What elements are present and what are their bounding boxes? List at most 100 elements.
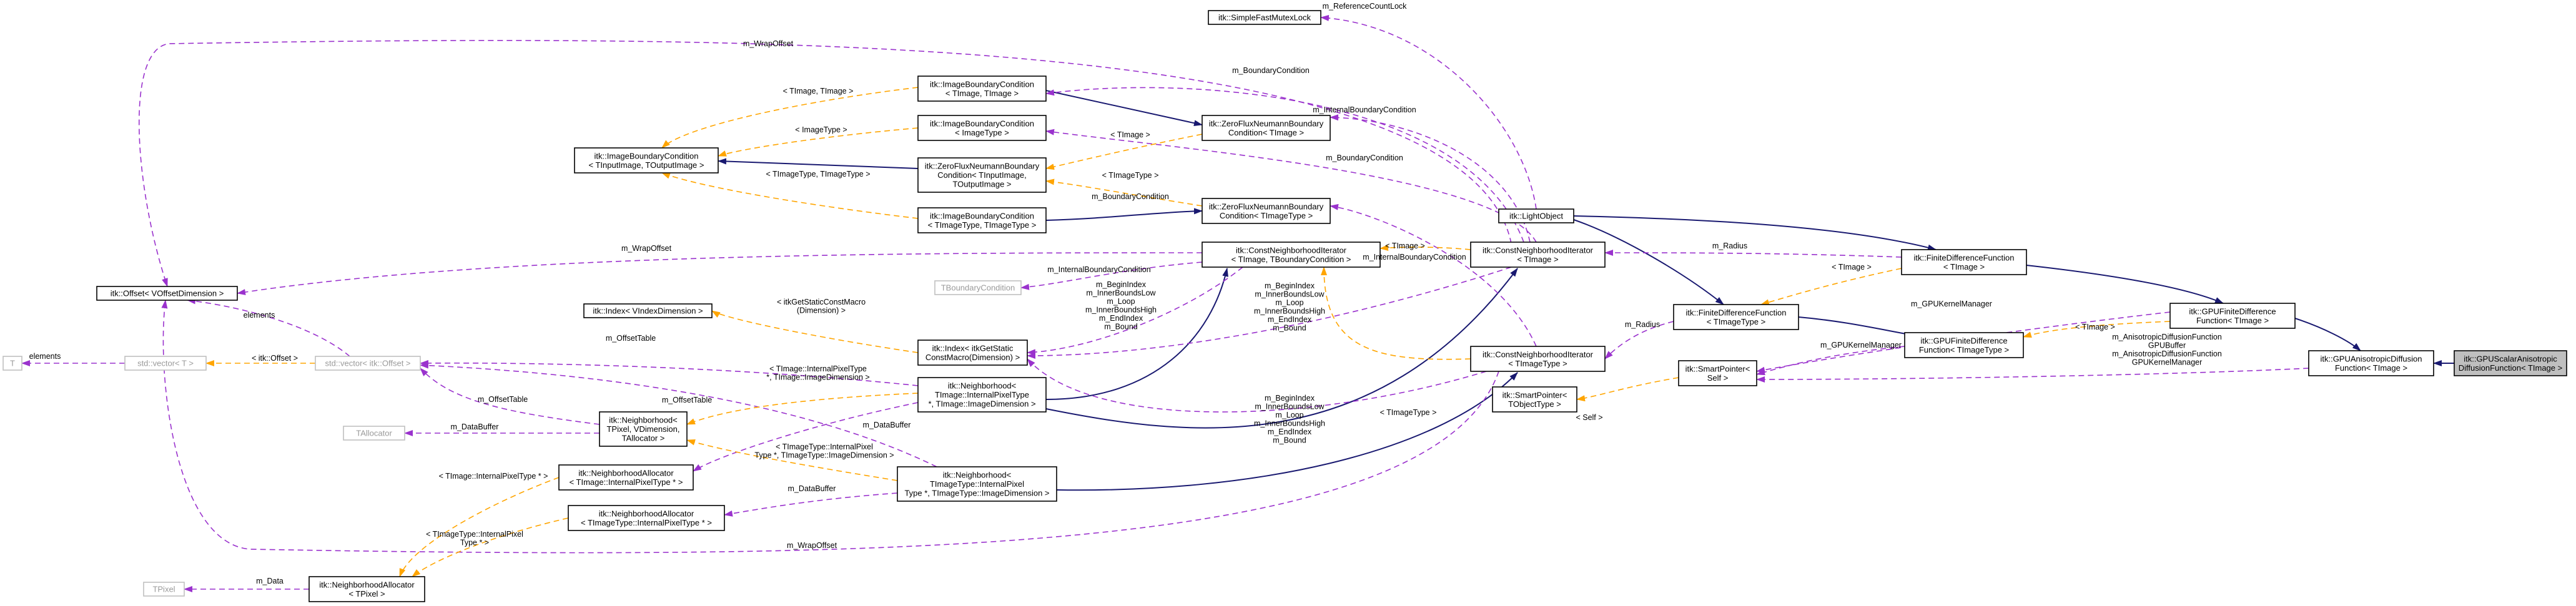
class-node-offset[interactable]: itk::Offset< VOffsetDimension > xyxy=(96,286,238,301)
class-node-label: itk::FiniteDifferenceFunction xyxy=(1686,308,1787,317)
class-node-label: Condition< TInputImage, xyxy=(937,170,1027,180)
edge-label-lbl-timage-1: < TImage > xyxy=(1110,130,1150,139)
edge-inheritance-cni_boundary-to-nb_internal_timage xyxy=(1045,268,1228,400)
nodes-layer: itk::SimpleFastMutexLockitk::ImageBounda… xyxy=(2,10,2567,602)
edge-inheritance-cni_timagetype-to-nb_internal_timagetype xyxy=(1056,372,1518,491)
class-node-nb-tpixel[interactable]: itk::Neighborhood<TPixel, VDimension,TAl… xyxy=(599,411,688,447)
edge-label-text: m_Bound xyxy=(1273,436,1306,445)
class-node-label: itk::ConstNeighborhoodIterator xyxy=(1483,245,1594,255)
class-node-cni-timagetype[interactable]: itk::ConstNeighborhoodIterator< TImageTy… xyxy=(1470,346,1606,372)
class-node-T[interactable]: T xyxy=(2,356,22,371)
class-node-label: < TImage::InternalPixelType * > xyxy=(570,477,683,487)
edge-usage-cni_boundary-to-tboundary xyxy=(1020,261,1203,290)
edge-label-text: < ImageType > xyxy=(795,125,847,134)
edge-label-text: m_InternalBoundaryCondition xyxy=(1047,265,1150,274)
class-node-lightobject[interactable]: itk::LightObject xyxy=(1498,208,1574,223)
edge-label-text: m_ReferenceCountLock xyxy=(1323,2,1408,11)
edge-label-text: m_EndIndex xyxy=(1099,314,1143,323)
class-node-box xyxy=(1208,10,1321,25)
edge-label-lbl-boundarycondition-3: m_BoundaryCondition xyxy=(1092,192,1169,201)
class-node-box xyxy=(1202,242,1381,268)
class-node-tpixel[interactable]: TPixel xyxy=(143,582,185,597)
edge-usage-gpufdf_timage-to-smartpointer_self xyxy=(1756,311,2171,373)
class-node-box xyxy=(1901,249,2027,275)
class-node-ibc-imagetype[interactable]: itk::ImageBoundaryCondition< ImageType > xyxy=(917,115,1047,141)
edge-usage-cni_timage-to-ibc_imagetype xyxy=(1045,129,1537,243)
edge-label-lbl-internal-ptr-1: < TImage::InternalPixelType * > xyxy=(439,472,548,481)
class-node-cni-timage[interactable]: itk::ConstNeighborhoodIterator< TImage > xyxy=(1470,242,1606,268)
class-node-box xyxy=(315,356,421,371)
class-node-label: itk::NeighborhoodAllocator xyxy=(599,509,694,518)
edge-inheritance-ibc_timagetype-to-zfn_timagetype xyxy=(1045,208,1203,221)
class-node-cni-boundary[interactable]: itk::ConstNeighborhoodIterator< TImage, … xyxy=(1202,242,1381,268)
class-node-box xyxy=(599,411,688,447)
class-node-box xyxy=(1470,242,1606,268)
class-node-label: TAllocator > xyxy=(622,434,665,443)
edge-usage-cni_timage-to-static_const xyxy=(1027,266,1512,359)
edge-label-text: < itk::Offset > xyxy=(252,354,298,363)
class-node-ibc-timagetype[interactable]: itk::ImageBoundaryCondition< TImageType,… xyxy=(917,207,1047,233)
class-node-label: itk::ImageBoundaryCondition xyxy=(930,79,1034,89)
edge-label-text: m_DataBuffer xyxy=(451,423,499,431)
class-node-fdf-timage[interactable]: itk::FiniteDifferenceFunction< TImage > xyxy=(1901,249,2027,275)
class-node-nba-timagetype[interactable]: itk::NeighborhoodAllocator< TImageType::… xyxy=(568,505,725,531)
class-node-ibc-generic[interactable]: itk::ImageBoundaryCondition< TInputImage… xyxy=(574,147,719,173)
edge-label-lbl-internal-pair-1: < TImage::InternalPixelType*, TImage::Im… xyxy=(766,364,869,382)
class-node-label: itk::ImageBoundaryCondition xyxy=(930,211,1034,220)
edge-labels-layer: m_ReferenceCountLockm_WrapOffsetm_Bounda… xyxy=(29,2,2222,585)
class-node-tallocator[interactable]: TAllocator xyxy=(343,426,405,441)
edge-label-text: m_Loop xyxy=(1275,411,1303,419)
class-node-label: T xyxy=(10,359,15,368)
class-node-smartpointer-self[interactable]: itk::SmartPointer<Self > xyxy=(1678,360,1757,386)
edge-label-lbl-offsettable-3: m_OffsetTable xyxy=(662,396,712,404)
edge-label-text: m_InnerBoundsLow xyxy=(1255,290,1325,299)
edge-label-lbl-elements-2: elements xyxy=(29,352,61,361)
class-node-nb-internal-timage[interactable]: itk::Neighborhood<TImage::InternalPixelT… xyxy=(917,377,1047,413)
class-node-box xyxy=(558,464,694,491)
class-node-label: itk::SmartPointer< xyxy=(1685,364,1750,373)
class-node-box xyxy=(1202,198,1331,224)
class-node-label: < TPixel > xyxy=(348,589,385,599)
class-node-box xyxy=(934,280,1022,295)
class-node-nba-tpixel[interactable]: itk::NeighborhoodAllocator< TPixel > xyxy=(308,576,425,602)
edge-label-text: < itkGetStaticConstMacro xyxy=(777,298,866,306)
class-node-static-const[interactable]: itk::Index< itkGetStaticConstMacro(Dimen… xyxy=(917,340,1028,366)
class-node-label: itk::Neighborhood< xyxy=(948,381,1017,391)
class-node-label: itk::Offset< VOffsetDimension > xyxy=(111,289,224,298)
class-node-box xyxy=(96,286,238,301)
class-node-tboundary[interactable]: TBoundaryCondition xyxy=(934,280,1022,295)
class-node-vector-t[interactable]: std::vector< T > xyxy=(124,356,207,371)
class-node-fastmutex[interactable]: itk::SimpleFastMutexLock xyxy=(1208,10,1321,25)
class-node-nba-timage[interactable]: itk::NeighborhoodAllocator< TImage::Inte… xyxy=(558,464,694,491)
class-node-ibc-img-img[interactable]: itk::ImageBoundaryCondition< TImage, TIm… xyxy=(917,76,1047,102)
edge-label-text: < TImageType > xyxy=(1380,408,1437,417)
edge-label-text: GPUKernelManager xyxy=(2132,358,2203,367)
edge-label-text: m_Loop xyxy=(1107,297,1135,306)
edge-label-lbl-bounds-2: m_BeginIndexm_InnerBoundsLowm_Loopm_Inne… xyxy=(1254,281,1325,333)
class-node-gpuscalar[interactable]: itk::GPUScalarAnisotropicDiffusionFuncti… xyxy=(2454,350,2567,376)
class-node-fdf-timagetype[interactable]: itk::FiniteDifferenceFunction< TImageTyp… xyxy=(1673,304,1799,330)
edge-label-lbl-internal-bc-1: m_InternalBoundaryCondition xyxy=(1313,105,1416,114)
edge-label-text: < TImage, TImage > xyxy=(783,87,854,95)
edge-label-text: m_InnerBoundsHigh xyxy=(1254,419,1325,428)
edge-label-lbl-gpukernel-1: m_GPUKernelManager xyxy=(1911,300,1992,308)
class-node-smartpointer-tobj[interactable]: itk::SmartPointer<TObjectType > xyxy=(1492,386,1577,413)
class-node-label: < TImage, TBoundaryCondition > xyxy=(1231,255,1351,264)
class-node-label: itk::ConstNeighborhoodIterator xyxy=(1236,245,1347,255)
edge-usage-fdf_timagetype-to-cni_timagetype xyxy=(1604,321,1674,359)
edge-usage-vector_offset-to-offset xyxy=(187,298,350,357)
edge-template-static_const-to-index_dim xyxy=(711,310,919,353)
class-node-label: Function< TImage > xyxy=(2196,316,2269,325)
class-node-label: Condition< TImage > xyxy=(1228,128,1304,137)
class-node-nb-internal-timagetype[interactable]: itk::Neighborhood<TImageType::InternalPi… xyxy=(897,466,1057,502)
edge-template-cni_timage-to-cni_boundary xyxy=(1379,245,1471,252)
class-node-label: Condition< TImageType > xyxy=(1220,211,1313,220)
class-node-vector-offset[interactable]: std::vector< itk::Offset > xyxy=(315,356,421,371)
class-node-index-dim[interactable]: itk::Index< VIndexDimension > xyxy=(583,303,713,318)
